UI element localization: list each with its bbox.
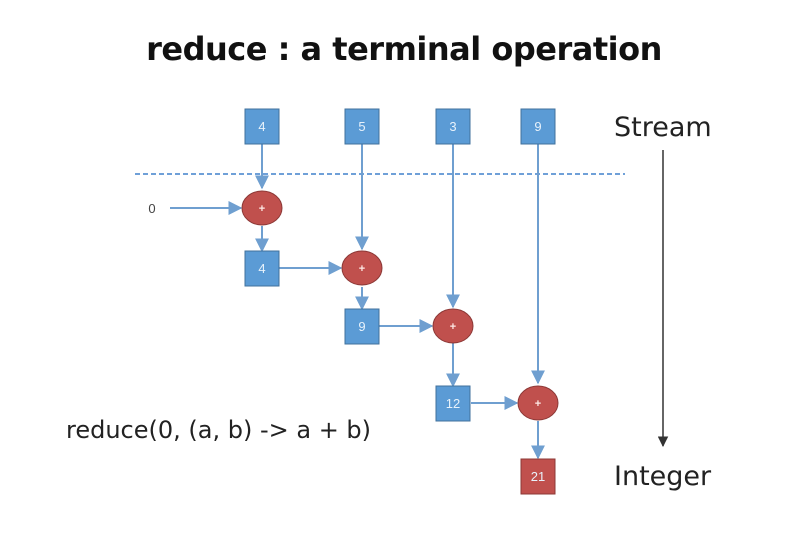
partial-result-box: 12 — [435, 385, 471, 422]
final-result-label: 21 — [531, 469, 545, 484]
partial-results: 4 9 12 — [244, 250, 471, 422]
partial-result-box: 9 — [344, 308, 380, 345]
stream-element-box: 5 — [344, 108, 380, 145]
plus-operator: + — [341, 250, 383, 286]
connectors — [170, 144, 545, 460]
stream-label: Stream — [614, 112, 712, 143]
initial-value-label: 0 — [148, 201, 155, 216]
stream-element-label: 9 — [534, 119, 541, 134]
partial-result-label: 4 — [258, 261, 265, 276]
partial-result-label: 9 — [358, 319, 365, 334]
plus-operator: + — [241, 190, 283, 226]
plus-operator: + — [432, 308, 474, 344]
stream-element-label: 4 — [258, 119, 265, 134]
partial-result-label: 12 — [446, 396, 460, 411]
stream-element-label: 5 — [358, 119, 365, 134]
page-title: reduce : a terminal operation — [146, 30, 662, 68]
operators: + + + + — [241, 190, 559, 421]
plus-symbol: + — [259, 203, 265, 215]
plus-symbol: + — [535, 398, 541, 410]
plus-symbol: + — [450, 321, 456, 333]
stream-element-box: 9 — [520, 108, 556, 145]
stream-element-label: 3 — [449, 119, 456, 134]
plus-operator: + — [517, 385, 559, 421]
final-result-box: 21 — [520, 458, 556, 495]
stream-element-box: 4 — [244, 108, 280, 145]
stream-elements: 4 5 3 9 — [244, 108, 556, 145]
partial-result-box: 4 — [244, 250, 280, 287]
stream-element-box: 3 — [435, 108, 471, 145]
integer-label: Integer — [614, 461, 712, 492]
reduce-code-label: reduce(0, (a, b) -> a + b) — [66, 416, 372, 444]
plus-symbol: + — [359, 263, 365, 275]
